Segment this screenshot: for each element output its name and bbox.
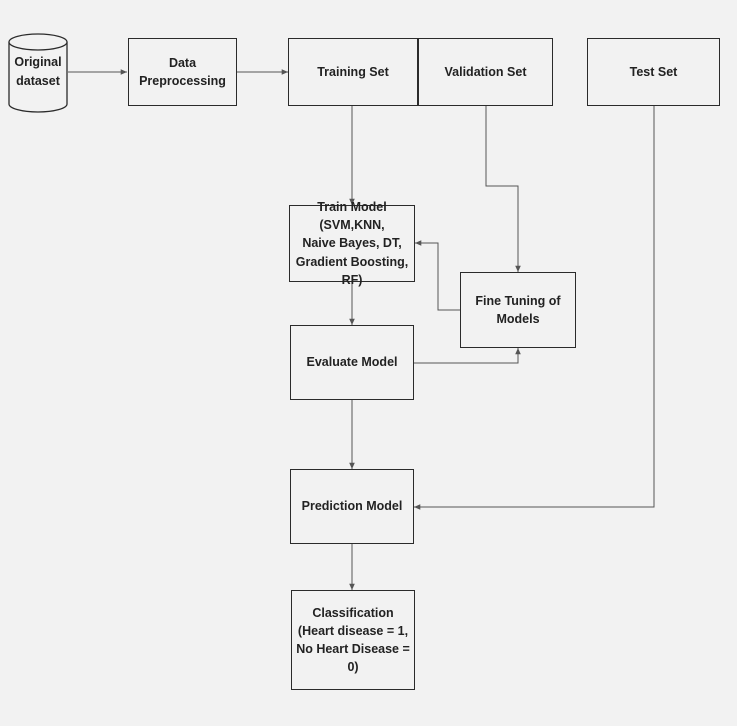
classification-node: Classification (Heart disease = 1, No He… — [291, 590, 415, 690]
database-icon — [8, 33, 68, 113]
edge-test-to-prediction — [414, 105, 655, 510]
edge-evaluate-to-fine-tuning — [414, 348, 521, 364]
fine-tuning-node: Fine Tuning of Models — [460, 272, 576, 348]
original-dataset-label: Original dataset — [14, 55, 62, 88]
test-set-node: Test Set — [587, 38, 720, 106]
train-model-node: Train Model (SVM,KNN, Naive Bayes, DT, G… — [289, 200, 415, 287]
validation-set-node: Validation Set — [418, 38, 553, 106]
edge-validation-to-fine-tuning — [485, 105, 521, 272]
evaluate-model-node: Evaluate Model — [290, 325, 414, 400]
edge-fine-tuning-to-train-model — [415, 240, 460, 311]
prediction-model-node: Prediction Model — [290, 469, 414, 544]
training-set-node: Training Set — [288, 38, 418, 106]
data-preprocessing-node: Data Preprocessing — [128, 38, 237, 106]
original-dataset-node: Original dataset — [8, 33, 68, 113]
